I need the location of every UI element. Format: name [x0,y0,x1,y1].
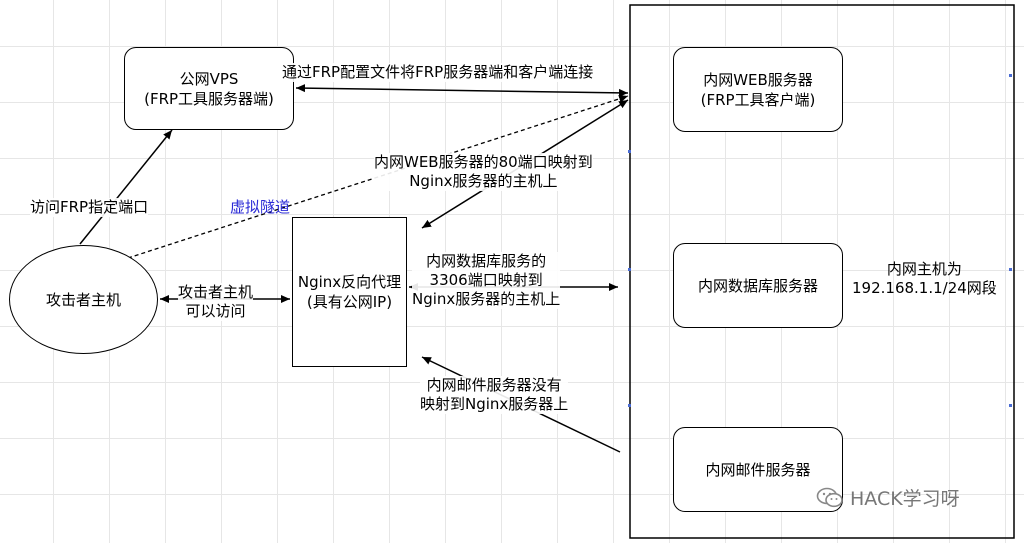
web-server-title: 内网WEB服务器 [703,70,813,89]
web-server-subtitle: (FRP工具客户端) [700,90,816,109]
nginx-proxy-title: Nginx反向代理 [297,273,402,291]
frp-connect-arrow [295,84,629,97]
attacker-host-node[interactable]: 攻击者主机 [9,245,158,354]
web-map-label: 内网WEB服务器的80端口映射到 Nginx服务器的主机上 [374,153,593,191]
db-map-label: 内网数据库服务的 3306端口映射到 Nginx服务器的主机上 [412,252,561,309]
mail-nomap-label: 内网邮件服务器没有 映射到Nginx服务器上 [420,376,569,414]
public-vps-title: 公网VPS [179,69,239,88]
wechat-icon [816,487,843,507]
mail-server-node[interactable]: 内网邮件服务器 [673,427,843,512]
watermark-text: HACK学习呀 [850,488,960,510]
tunnel-label: 虚拟隧道 [230,198,291,216]
mail-server-label: 内网邮件服务器 [705,460,811,479]
nginx-proxy-subtitle: (具有公网IP) [306,293,393,311]
public-vps-subtitle: (FRP工具服务器端) [144,89,274,108]
attacker-host-label: 攻击者主机 [45,290,121,309]
nginx-proxy-node[interactable]: Nginx反向代理 (具有公网IP) [292,217,407,367]
access-frp-label: 访问FRP指定端口 [30,198,149,217]
frp-connect-label: 通过FRP配置文件将FRP服务器端和客户端连接 [282,63,594,82]
db-server-label: 内网数据库服务器 [697,276,818,295]
access-frp-arrow [79,129,173,245]
subnet-label: 内网主机为 192.168.1.1/24网段 [852,260,997,297]
web-server-node[interactable]: 内网WEB服务器 (FRP工具客户端) [673,47,843,132]
attacker-access-label: 攻击者主机 可以访问 [178,283,254,321]
intranet-container [629,4,1015,539]
watermark: HACK学习呀 [816,484,960,511]
public-vps-node[interactable]: 公网VPS (FRP工具服务器端) [124,47,294,130]
db-server-node[interactable]: 内网数据库服务器 [673,243,843,328]
